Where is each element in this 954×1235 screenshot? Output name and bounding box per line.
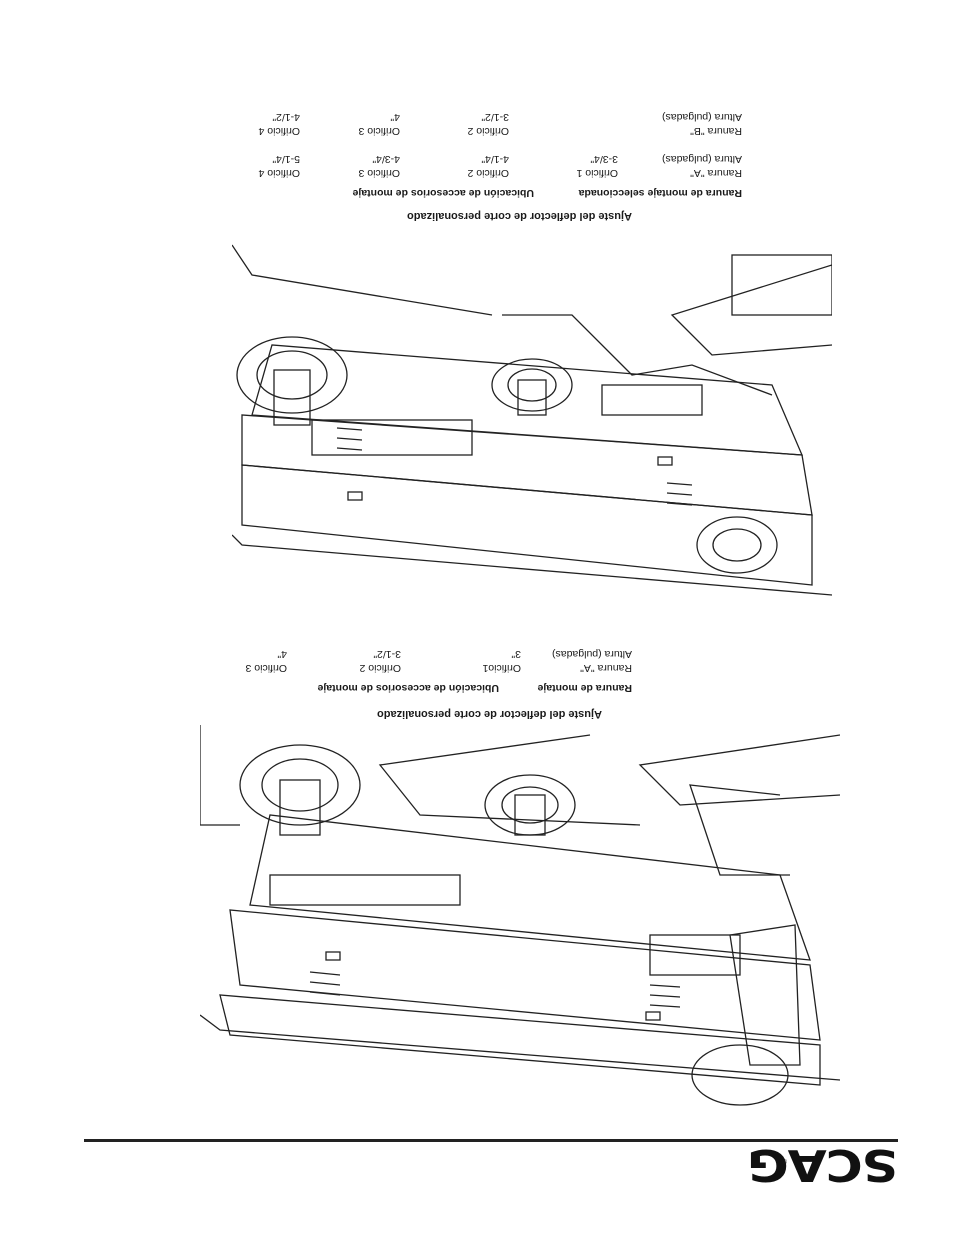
section2-row3-hole3: Orificio 3 (358, 125, 400, 137)
deck-illustration-2 (232, 244, 832, 596)
section2-row1-slot: Ranura "A" (690, 167, 742, 179)
section2-row2-hole1: 3-3/4" (590, 153, 618, 165)
section2-row3-hole2: Orificio 2 (467, 125, 509, 137)
section2-row1-hole3: Orificio 3 (358, 167, 400, 179)
section2-slot-header: Ranura de montaje seleccionada (578, 187, 742, 199)
section1-row2-hole1: 3" (511, 648, 521, 660)
section2-row1-hole4: Orificio 4 (258, 167, 300, 179)
section2-row1-hole2: Orificio 2 (467, 167, 509, 179)
scag-logo: SCAG (748, 1139, 898, 1190)
section1-row1-slot: Ranura "A" (580, 662, 632, 674)
section1-loc-header: Ubicación de accesorios de montaje (317, 682, 499, 694)
section1-row2-slot: Altura (pulgadas) (552, 648, 632, 660)
section2-row4-hole3: 4" (390, 111, 400, 123)
deck-illustration-1 (200, 725, 840, 1106)
section2-row2-hole3: 4-3/4" (372, 153, 400, 165)
section2-row3-slot: Ranura "B" (690, 125, 742, 137)
footer-rule (84, 1139, 898, 1142)
section1-row1-hole3: Orificio 3 (245, 662, 287, 674)
section2-row3-hole4: Orificio 4 (258, 125, 300, 137)
section2-title: Ajuste del deflector de corte personaliz… (407, 210, 632, 222)
section2-row2-hole2: 4-1/4" (481, 153, 509, 165)
section1-row2-hole2: 3-1/2" (373, 648, 401, 660)
section2-loc-header: Ubicación de accesorios de montaje (352, 187, 534, 199)
section1-row1-hole2: Orificio 2 (359, 662, 401, 674)
section2-row2-hole4: 5-1/4" (272, 153, 300, 165)
section2-row2-slot: Altura (pulgadas) (662, 153, 742, 165)
section2-row1-hole1: Orificio 1 (576, 167, 618, 179)
section2-row4-hole2: 3-1/2" (481, 111, 509, 123)
section2-row4-slot: Altura (pulgadas) (662, 111, 742, 123)
trademark-mark: ® (782, 1157, 787, 1163)
section1-title: Ajuste del deflector de corte personaliz… (377, 708, 602, 720)
section1-row1-hole1: Orificio1 (482, 662, 521, 674)
section2-row4-hole4: 4-1/2" (272, 111, 300, 123)
section1-slot-header: Ranura de montaje (537, 682, 632, 694)
section1-row2-hole3: 4" (277, 648, 287, 660)
